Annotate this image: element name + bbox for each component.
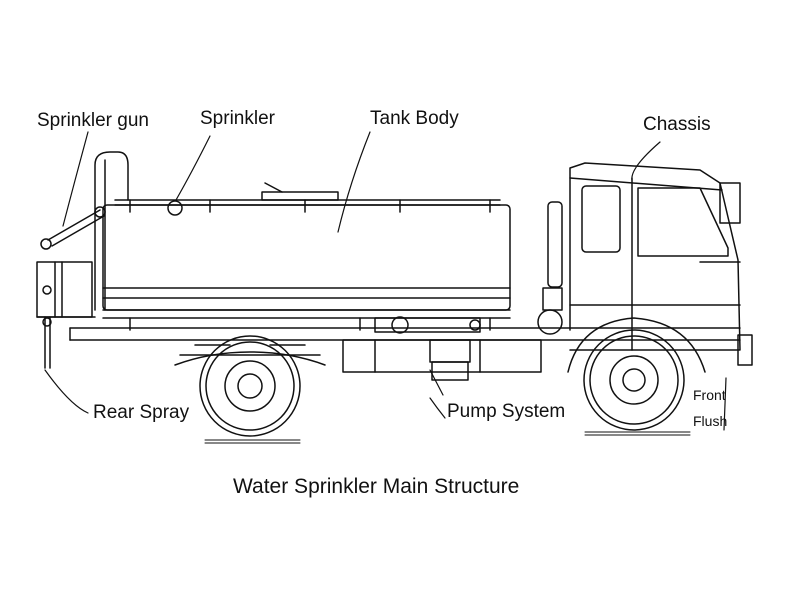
pump-unit bbox=[374, 316, 481, 334]
rear-platform bbox=[36, 261, 96, 369]
sprinkler-nozzle bbox=[167, 200, 183, 216]
rear-wheel bbox=[174, 335, 326, 437]
label-sprinkler: Sprinkler bbox=[200, 108, 275, 129]
label-tank-body: Tank Body bbox=[370, 108, 459, 129]
label-front-flush-line1: Front bbox=[693, 387, 726, 403]
label-sprinkler-gun: Sprinkler gun bbox=[37, 110, 149, 131]
cab bbox=[537, 162, 753, 366]
chassis-frame bbox=[69, 327, 741, 381]
sprinkler-gun bbox=[40, 206, 106, 250]
front-wheel bbox=[567, 317, 706, 431]
label-front-flush-line2: Flush bbox=[693, 413, 728, 429]
diagram-caption: Water Sprinkler Main Structure bbox=[233, 475, 520, 498]
label-chassis: Chassis bbox=[643, 114, 711, 135]
label-rear-spray: Rear Spray bbox=[93, 402, 190, 423]
ground-lines bbox=[204, 431, 691, 444]
leader-lines bbox=[44, 131, 727, 431]
tank-body bbox=[94, 151, 511, 331]
label-pump-system: Pump System bbox=[447, 401, 566, 422]
